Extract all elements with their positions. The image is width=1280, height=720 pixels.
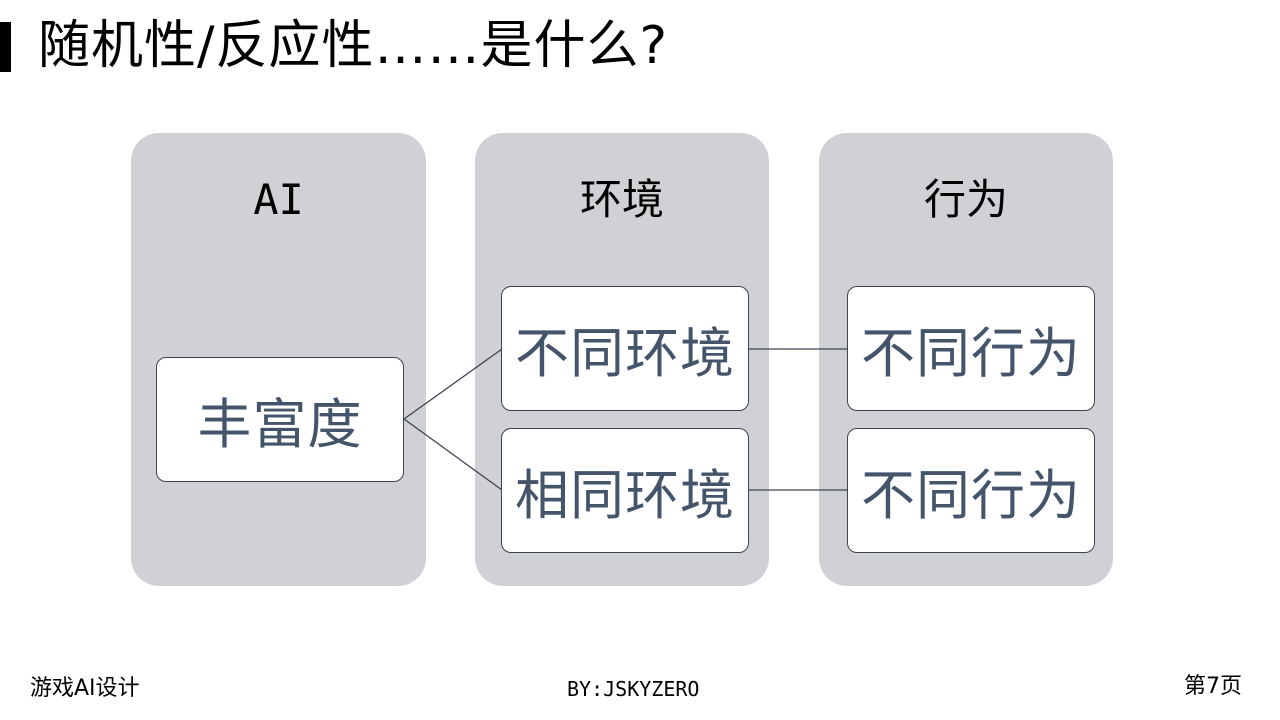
footer-author: BY:JSKYZERO [567,677,700,701]
node-different-behavior-top: 不同行为 [847,286,1095,411]
panel-ai-heading: AI [253,175,304,224]
title-accent-bar [0,22,11,72]
panel-environment-heading: 环境 [579,175,664,224]
node-different-environment: 不同环境 [501,286,749,411]
footer-page-number: 第7页 [1184,674,1242,699]
node-same-environment: 相同环境 [501,428,749,553]
panel-behavior-heading: 行为 [923,175,1008,224]
slide-title: 随机性/反应性……是什么? [38,16,669,76]
footer-course-title: 游戏AI设计 [30,676,140,701]
node-richness: 丰富度 [156,357,404,482]
node-different-behavior-bottom: 不同行为 [847,428,1095,553]
